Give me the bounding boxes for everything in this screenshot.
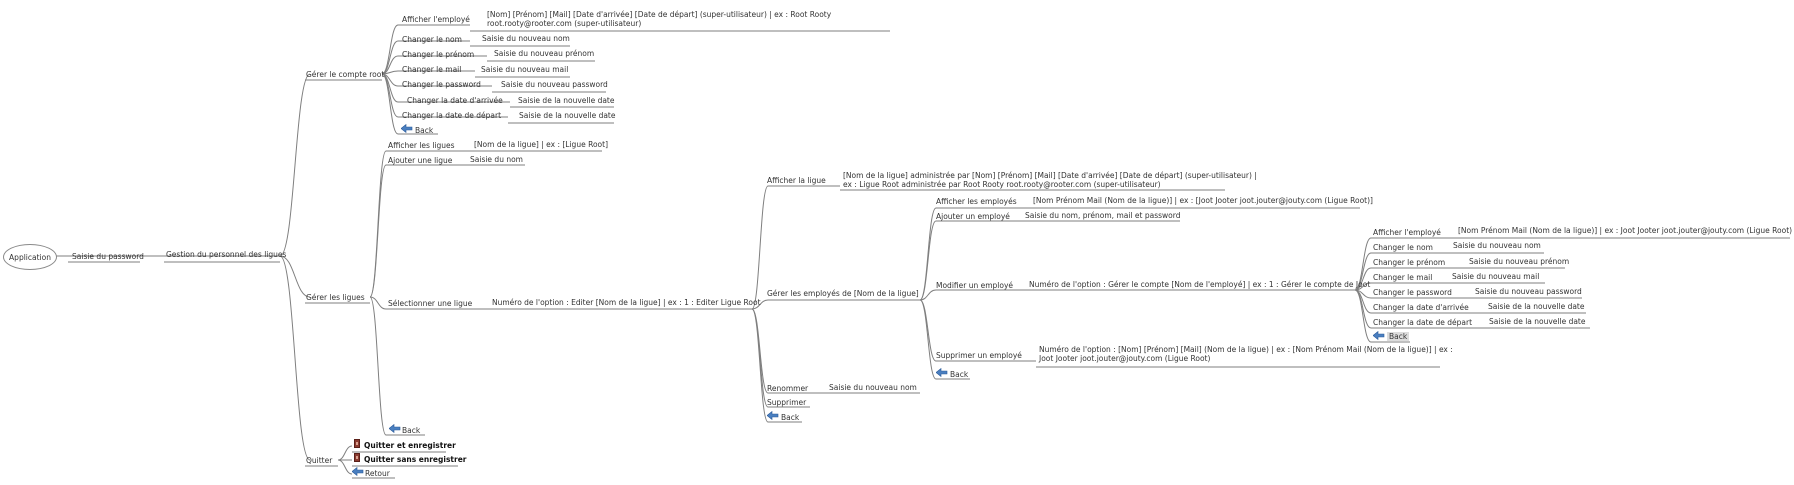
node-gestion-personnel[interactable]: Gestion du personnel des ligues xyxy=(166,250,287,259)
node-afficher-la-ligue[interactable]: Afficher la ligue xyxy=(767,176,826,185)
node-root-saisie-password: Saisie du nouveau password xyxy=(501,80,608,89)
node-selectionner-ligue[interactable]: Sélectionner une ligue xyxy=(388,299,473,308)
node-quitter-sans-enregistrer[interactable]: Quitter sans enregistrer xyxy=(364,455,467,464)
node-ligues-back[interactable]: Back xyxy=(402,426,421,435)
node-emp-afficher-employe[interactable]: Afficher l'employé xyxy=(1373,228,1441,237)
node-ligue-back[interactable]: Back xyxy=(781,413,800,422)
node-emp-saisie-nom: Saisie du nouveau nom xyxy=(1453,241,1541,250)
node-emp-changer-prenom[interactable]: Changer le prénom xyxy=(1373,258,1446,267)
node-root-saisie-date-arrivee: Saisie de la nouvelle date xyxy=(518,96,615,105)
node-root-changer-nom[interactable]: Changer le nom xyxy=(402,35,462,44)
ligue-info-line2: ex : Ligue Root administrée par Root Roo… xyxy=(843,180,1161,189)
back-arrow-icon xyxy=(389,424,401,433)
node-afficher-employes[interactable]: Afficher les employés xyxy=(936,197,1017,206)
node-emp-saisie-date-depart: Saisie de la nouvelle date xyxy=(1489,317,1586,326)
node-emp-changer-date-arrivee[interactable]: Changer la date d'arrivée xyxy=(1373,303,1469,312)
back-arrow-icon xyxy=(352,467,364,476)
node-supprimer[interactable]: Supprimer xyxy=(767,398,807,407)
node-root-back[interactable]: Back xyxy=(415,126,434,135)
node-underlines xyxy=(68,24,1790,479)
root-employe-info-line2: root.rooty@rooter.com (super-utilisateur… xyxy=(487,19,642,28)
root-node-application[interactable]: Application xyxy=(3,244,57,270)
node-root-changer-password[interactable]: Changer le password xyxy=(402,80,481,89)
node-emp-back[interactable]: Back xyxy=(1387,332,1410,341)
node-supprimer-employe-value: Numéro de l'option : [Nom] [Prénom] [Mai… xyxy=(1039,345,1453,363)
supprimer-employe-line1: Numéro de l'option : [Nom] [Prénom] [Mai… xyxy=(1039,345,1453,354)
node-employes-back[interactable]: Back xyxy=(950,370,969,379)
ligue-info-line1: [Nom de la ligue] administrée par [Nom] … xyxy=(843,171,1257,180)
node-renommer-value: Saisie du nouveau nom xyxy=(829,383,917,392)
node-ajouter-ligue-value: Saisie du nom xyxy=(470,155,523,164)
node-gerer-ligues[interactable]: Gérer les ligues xyxy=(306,293,365,302)
exit-door-icon xyxy=(354,439,360,448)
back-arrow-icon xyxy=(401,124,413,133)
node-root-changer-date-depart[interactable]: Changer la date de départ xyxy=(402,111,502,120)
node-saisie-password[interactable]: Saisie du password xyxy=(72,252,144,261)
node-emp-changer-date-depart[interactable]: Changer la date de départ xyxy=(1373,318,1473,327)
node-afficher-ligues[interactable]: Afficher les ligues xyxy=(388,141,455,150)
node-quitter-enregistrer[interactable]: Quitter et enregistrer xyxy=(364,441,456,450)
node-selectionner-ligue-value: Numéro de l'option : Editer [Nom de la l… xyxy=(492,298,761,307)
supprimer-employe-line2: Joot Jooter joot.jouter@jouty.com (Ligue… xyxy=(1039,354,1211,363)
node-ajouter-employe-value: Saisie du nom, prénom, mail et password xyxy=(1025,211,1181,220)
back-arrow-icon xyxy=(936,368,948,377)
back-arrow-icon xyxy=(767,411,779,420)
node-quitter[interactable]: Quitter xyxy=(306,456,333,465)
node-root-saisie-mail: Saisie du nouveau mail xyxy=(481,65,569,74)
node-emp-saisie-prenom: Saisie du nouveau prénom xyxy=(1469,257,1570,266)
node-root-changer-mail[interactable]: Changer le mail xyxy=(402,65,462,74)
exit-door-icon xyxy=(354,453,360,462)
node-gerer-employes[interactable]: Gérer les employés de [Nom de la ligue] xyxy=(767,289,919,298)
node-root-employe-info: [Nom] [Prénom] [Mail] [Date d'arrivée] [… xyxy=(487,10,831,28)
node-emp-saisie-mail: Saisie du nouveau mail xyxy=(1452,272,1540,281)
node-emp-saisie-date-arrivee: Saisie de la nouvelle date xyxy=(1488,302,1585,311)
node-ajouter-employe[interactable]: Ajouter un employé xyxy=(936,212,1010,221)
node-root-changer-date-arrivee[interactable]: Changer la date d'arrivée xyxy=(407,96,503,105)
node-supprimer-employe[interactable]: Supprimer un employé xyxy=(936,351,1022,360)
node-root-afficher-employe[interactable]: Afficher l'employé xyxy=(402,15,470,24)
node-root-changer-prenom[interactable]: Changer le prénom xyxy=(402,50,475,59)
node-afficher-employes-value: [Nom Prénom Mail (Nom de la ligue)] | ex… xyxy=(1033,196,1373,205)
root-employe-info-line1: [Nom] [Prénom] [Mail] [Date d'arrivée] [… xyxy=(487,10,832,19)
node-root-saisie-prenom: Saisie du nouveau prénom xyxy=(494,49,595,58)
node-emp-saisie-password: Saisie du nouveau password xyxy=(1475,287,1582,296)
node-ajouter-ligue[interactable]: Ajouter une ligue xyxy=(388,156,453,165)
node-modifier-employe[interactable]: Modifier un employé xyxy=(936,281,1014,290)
node-modifier-employe-value: Numéro de l'option : Gérer le compte [No… xyxy=(1029,280,1371,289)
node-emp-changer-mail[interactable]: Changer le mail xyxy=(1373,273,1433,282)
node-retour[interactable]: Retour xyxy=(365,469,390,478)
node-root-saisie-date-depart: Saisie de la nouvelle date xyxy=(519,111,616,120)
node-emp-changer-password[interactable]: Changer le password xyxy=(1373,288,1452,297)
node-afficher-la-ligue-value: [Nom de la ligue] administrée par [Nom] … xyxy=(843,171,1257,189)
back-arrow-icon xyxy=(1373,331,1385,340)
node-gerer-compte-root[interactable]: Gérer le compte root xyxy=(306,70,385,79)
node-emp-changer-nom[interactable]: Changer le nom xyxy=(1373,243,1433,252)
branch-links xyxy=(55,24,1372,475)
node-emp-afficher-employe-value: [Nom Prénom Mail (Nom de la ligue)] | ex… xyxy=(1458,226,1793,235)
node-root-saisie-nom: Saisie du nouveau nom xyxy=(482,34,570,43)
node-renommer[interactable]: Renommer xyxy=(767,384,809,393)
node-afficher-ligues-value: [Nom de la ligue] | ex : [Ligue Root] xyxy=(474,140,608,149)
